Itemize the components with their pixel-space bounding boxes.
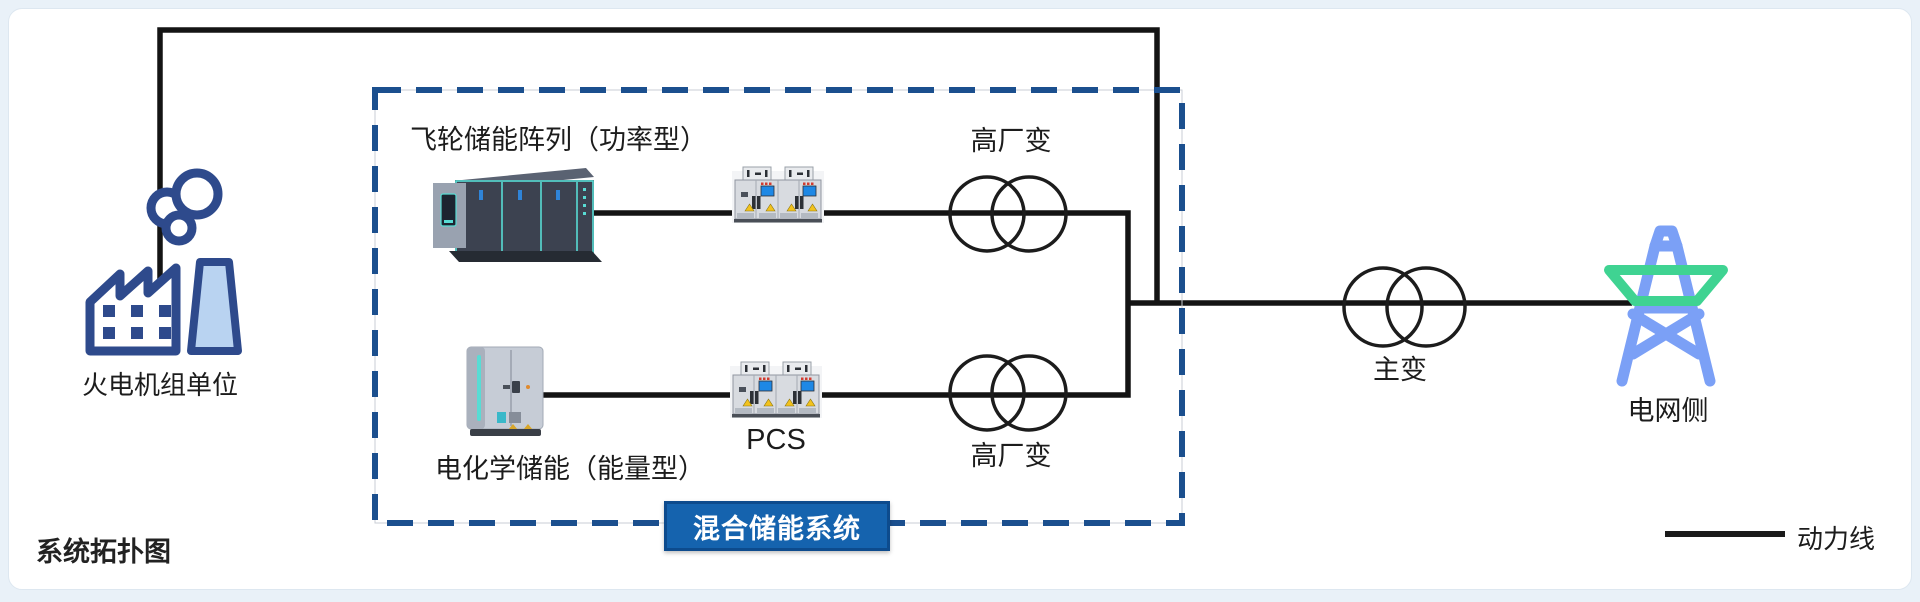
factory-windows bbox=[103, 305, 171, 339]
factory-chimney bbox=[187, 258, 242, 355]
main-transformer-label: 主变 bbox=[1373, 355, 1427, 385]
diagram-card bbox=[8, 8, 1912, 590]
legend-power-line-sample bbox=[1665, 531, 1785, 537]
thermal-plant-label: 火电机组单位 bbox=[81, 370, 239, 400]
main-transformer-icon bbox=[1342, 266, 1467, 348]
pcs-cluster-top-icon bbox=[731, 166, 825, 224]
flywheel-array-icon bbox=[433, 168, 602, 262]
aux-transformer-bottom-label: 高厂变 bbox=[970, 441, 1052, 471]
diagram-title: 系统拓扑图 bbox=[36, 537, 171, 567]
factory-icon bbox=[85, 168, 242, 356]
aux-transformer-top-label: 高厂变 bbox=[970, 126, 1052, 156]
pcs-label: PCS bbox=[746, 424, 806, 456]
hybrid-storage-system-badge: 混合储能系统 bbox=[664, 501, 890, 551]
grid-side-label: 电网侧 bbox=[1627, 396, 1709, 426]
legend-power-line-label: 动力线 bbox=[1797, 524, 1876, 554]
flywheel-array-label: 飞轮储能阵列（功率型） bbox=[410, 125, 707, 155]
power-lines bbox=[157, 27, 1632, 398]
pcs-cluster-bottom-icon bbox=[729, 361, 823, 419]
aux-transformer-top-icon bbox=[948, 175, 1068, 253]
electrochemical-storage-label: 电化学储能（能量型） bbox=[435, 454, 705, 484]
battery-cabinet-icon bbox=[466, 346, 544, 436]
aux-transformer-bottom-icon bbox=[948, 354, 1068, 432]
storage-branch-line bbox=[543, 210, 1131, 398]
thermal-loop-line bbox=[157, 27, 1160, 303]
grid-tower-icon bbox=[1604, 225, 1728, 387]
